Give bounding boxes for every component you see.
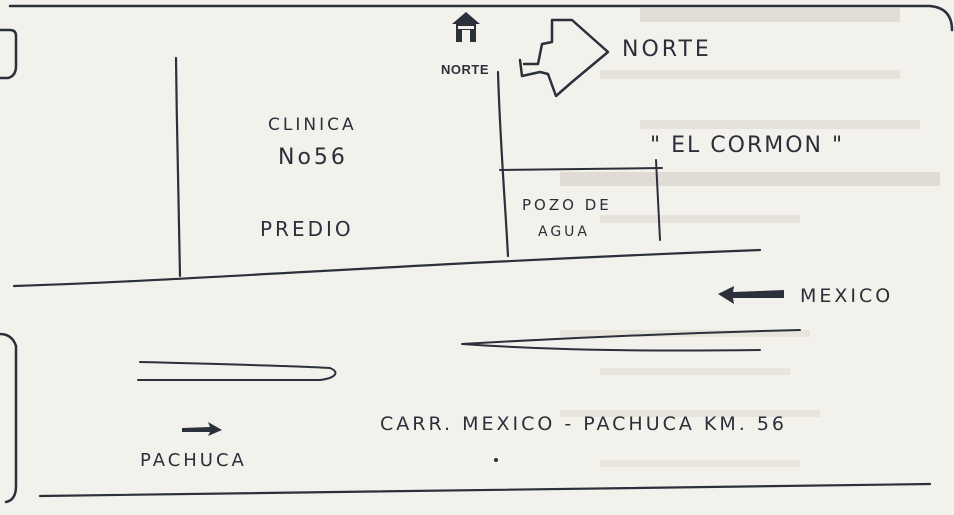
well-right-line — [655, 159, 661, 241]
predio-label: PREDIO — [260, 217, 354, 241]
mexico-direction-label: MEXICO — [800, 285, 893, 307]
bleed-through-texture — [560, 8, 940, 467]
compass-north-label: NORTE — [441, 62, 489, 77]
clinic-label-line2: No56 — [278, 145, 348, 170]
well-label-line2: AGUA — [538, 224, 590, 240]
pachuca-direction-label: PACHUCA — [140, 450, 247, 471]
mexico-arrow-icon — [718, 286, 784, 304]
paper-border — [8, 4, 954, 32]
north-arrow-icon — [518, 18, 610, 98]
left-tab-bottom — [0, 332, 18, 504]
house-north-icon — [452, 12, 480, 42]
road-bottom-line — [38, 482, 932, 498]
property-front-line — [12, 248, 762, 288]
landmark-label: " EL CORMON " — [650, 133, 844, 158]
pachuca-arrow-icon — [182, 422, 222, 436]
left-tab-top — [0, 28, 18, 80]
road-name-label: CARR. MEXICO - PACHUCA KM. 56 — [380, 413, 787, 435]
north-arrow-label: NORTE — [622, 37, 712, 62]
road-lane-right — [461, 329, 801, 352]
property-middle-line — [496, 70, 510, 258]
ink-dot — [494, 458, 498, 462]
well-label-line1: POZO DE — [522, 196, 612, 214]
property-left-line — [174, 56, 182, 278]
well-top-line — [499, 167, 663, 171]
road-lane-left — [137, 361, 337, 382]
clinic-label-line1: CLINICA — [268, 115, 357, 135]
